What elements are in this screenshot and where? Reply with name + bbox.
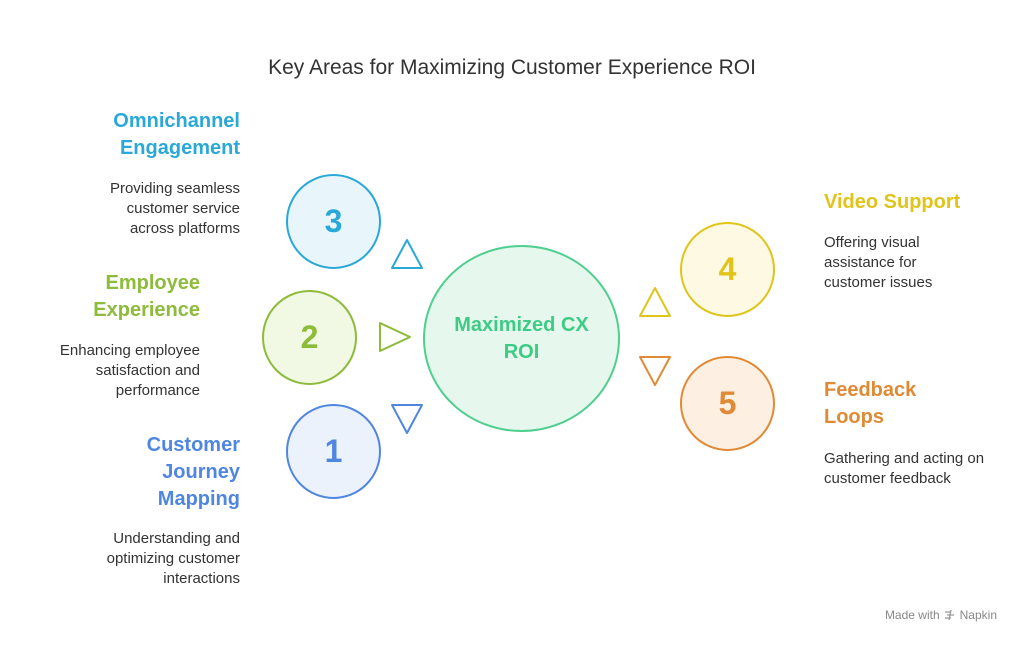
desc-omnichannel: Providing seamless customer service acro… (109, 180, 240, 237)
heading-feedback: Feedback Loops (824, 379, 917, 428)
desc-feedback: Gathering and acting on customer feedbac… (824, 450, 985, 487)
footer-brand: Napkin (959, 608, 997, 622)
center-label: Maximized CX ROI (454, 313, 589, 363)
desc-employee: Enhancing employee satisfaction and perf… (59, 342, 200, 399)
arrow-down-5 (639, 356, 671, 386)
footer: Made with Napkin (885, 608, 997, 622)
footer-made-with: Made with (884, 608, 940, 622)
heading-employee: Employee Experience (93, 272, 200, 321)
desc-journey: Understanding and optimizing customer in… (106, 530, 240, 587)
circle-1: 1 (286, 404, 381, 499)
circle-3: 3 (286, 174, 381, 269)
arrow-up-3 (391, 239, 423, 269)
heading-video: Video Support (824, 191, 961, 213)
page-title: Key Areas for Maximizing Customer Experi… (268, 56, 756, 79)
arrow-down-1 (391, 404, 423, 434)
center-circle: Maximized CX ROI (423, 245, 620, 432)
napkin-logo-icon (944, 609, 954, 621)
arrow-up-4 (639, 287, 671, 317)
heading-journey: Customer Journey Mapping (146, 434, 240, 510)
desc-video: Offering visual assistance for customer … (824, 234, 933, 291)
heading-omnichannel: Omnichannel Engagement (113, 110, 240, 159)
circle-4: 4 (680, 222, 775, 317)
circle-2: 2 (262, 290, 357, 385)
arrow-right-2 (379, 322, 411, 352)
circle-5: 5 (680, 356, 775, 451)
